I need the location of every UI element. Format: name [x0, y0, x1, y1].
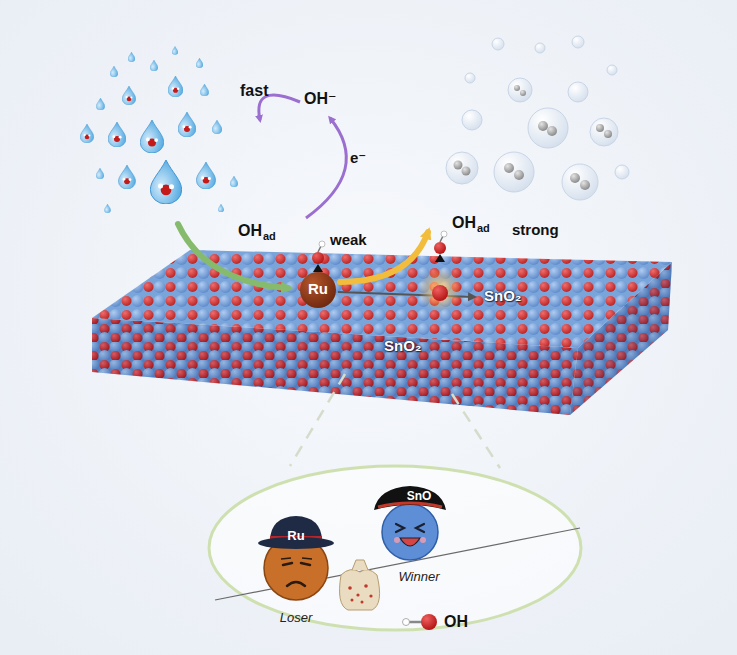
ru-atom: Ru	[300, 272, 336, 308]
character-caption: Winner	[364, 570, 474, 584]
winner-character: SnO Winner	[364, 482, 474, 590]
species-label: OH	[238, 222, 262, 240]
character-caption: Loser	[246, 611, 346, 625]
loser-character: RuLoser	[246, 512, 346, 630]
rate-label: fast	[240, 82, 268, 100]
ion-label: OH⁻	[304, 90, 336, 108]
subscript-label: ad	[263, 230, 276, 242]
material-label: SnO₂	[484, 288, 522, 305]
hat-label: Ru	[246, 529, 346, 543]
subscript-label: ad	[477, 222, 490, 234]
electron-label: e⁻	[350, 150, 366, 167]
hat-label: SnO	[364, 490, 474, 503]
binding-label: weak	[330, 232, 367, 249]
atom-symbol: Ru	[300, 281, 336, 298]
material-label: SnO₂	[384, 338, 422, 355]
species-label: OH	[452, 214, 476, 232]
key-label: OH	[444, 613, 468, 631]
binding-label: strong	[512, 222, 559, 239]
